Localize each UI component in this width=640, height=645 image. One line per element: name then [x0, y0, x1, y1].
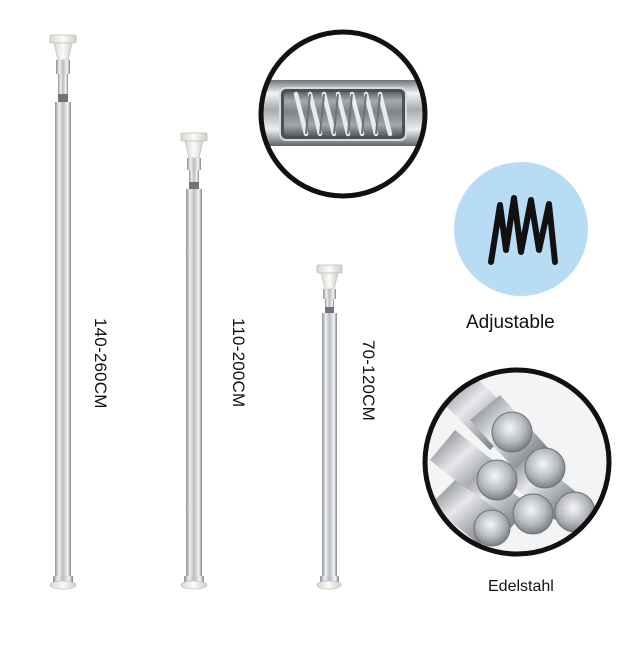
zigzag-spring-icon [454, 162, 588, 296]
rod-label-140-260: 140-260CM [91, 318, 110, 409]
steel-rods-icon [422, 367, 612, 557]
adjustable-label: Adjustable [466, 312, 555, 333]
material-label: Edelstahl [488, 578, 554, 595]
spring-closeup-icon [258, 29, 428, 199]
rod-label-70-120: 70-120CM [359, 340, 378, 421]
rod-label-110-200: 110-200CM [229, 318, 248, 408]
rod-70-120 [316, 264, 343, 590]
rod-140-260 [49, 34, 77, 590]
rod-110-200 [180, 132, 208, 590]
